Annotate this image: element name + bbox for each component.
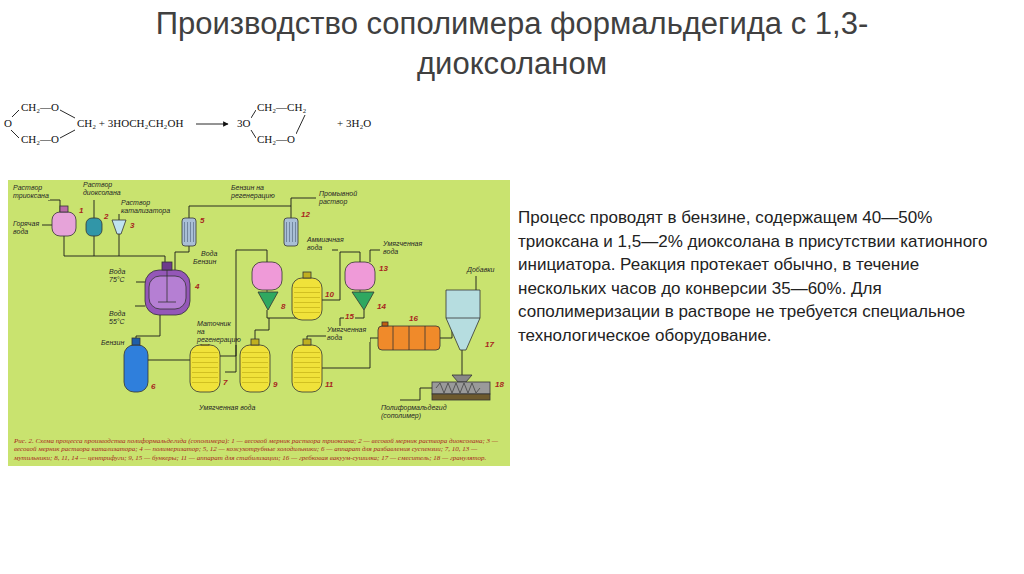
callout-number: 5: [199, 216, 205, 225]
callout-number: 11: [324, 380, 334, 389]
formula-part: + 3H₂O: [336, 117, 372, 130]
callout-number: 9: [272, 380, 278, 389]
formula-part: CH₂—O: [20, 101, 60, 114]
figure-caption: Рис. 2. Схема процесса производства поли…: [14, 437, 504, 463]
stream-label: Бензин на регенерацию: [230, 184, 280, 200]
measuring-vessels: [52, 206, 126, 236]
formula-part: CH₂—O: [20, 133, 60, 146]
yellow-vessels: [190, 272, 322, 392]
callout-number: 1: [78, 206, 84, 215]
stream-label: Бензин: [100, 339, 125, 347]
callout-number: 7: [222, 378, 228, 387]
dilution-vessel: [124, 338, 148, 392]
stream-label: Раствор катализатора: [120, 199, 164, 215]
formula-part: 3O: [236, 117, 251, 130]
stream-label: Раствор триоксана: [12, 184, 50, 200]
callout-number: 8: [280, 302, 286, 311]
formula-part: CH₂ + 3HOCH₂CH₂OH: [76, 117, 184, 130]
stabilization-apparatus: [378, 322, 440, 350]
callout-number: 10: [324, 290, 335, 299]
stream-label: Раствор диоксолана: [82, 181, 124, 197]
callout-number: 3: [129, 221, 135, 230]
mixers-centrifuges: [252, 262, 375, 310]
polymerizer: [145, 262, 190, 315]
scheme-ground: [8, 180, 510, 466]
formula-part: O: [3, 117, 13, 130]
callout-number: 15: [344, 312, 355, 321]
callout-number: 18: [494, 380, 505, 389]
stream-label: Умягченная вода: [326, 326, 370, 342]
stream-label: Горячая вода: [12, 220, 42, 236]
callout-number: 2: [103, 212, 109, 221]
stream-label: Маточник на регенерацию: [196, 320, 234, 344]
stream-label: Промывной раствор: [318, 190, 364, 206]
granulator: [432, 375, 490, 400]
stream-label: Полиформальдегид (сополимер): [380, 404, 454, 420]
callout-number: 4: [194, 282, 200, 291]
description-text: Процесс проводят в бензине, содержащем 4…: [518, 206, 1008, 347]
callout-number: 17: [484, 340, 495, 349]
stream-label: Аммиачная вода: [306, 236, 332, 252]
formula-part: CH₂—O: [256, 133, 296, 146]
stream-label: Добавки: [466, 266, 496, 274]
callout-number: 6: [150, 382, 156, 391]
stream-label: Бензин: [192, 258, 217, 266]
stream-label: Умягченная вода: [198, 404, 256, 412]
stream-label: Вода 75°C: [108, 268, 136, 284]
callout-number: 12: [300, 210, 311, 219]
scheme-panel: Рис. 2. Схема процесса производства поли…: [8, 180, 510, 466]
stream-label: Вода 55°C: [108, 310, 136, 326]
pipelines: [40, 198, 476, 400]
callout-number: 13: [378, 264, 389, 273]
callout-number: 16: [408, 314, 419, 323]
stream-label: Умягченная вода: [382, 240, 420, 256]
callout-number: 14: [376, 302, 387, 311]
slide-title: Производство сополимера формальдегида с …: [92, 4, 932, 84]
formula-part: CH₂—CH₂: [256, 101, 307, 114]
vacuum-dryer: [446, 290, 480, 350]
